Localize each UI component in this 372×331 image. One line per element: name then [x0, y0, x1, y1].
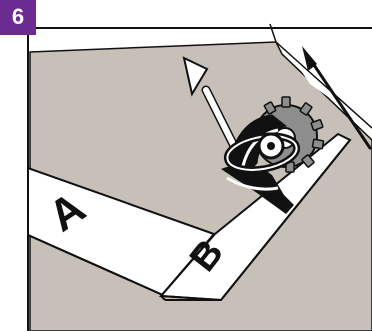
board-bottom-detail	[160, 295, 221, 301]
strip-a-edge	[27, 234, 166, 297]
step-number: 6	[11, 4, 25, 29]
step-number-badge: 6	[0, 0, 36, 35]
strip-fold-line	[160, 233, 215, 297]
board-fold-edge	[269, 23, 372, 129]
direction-arrow-icon	[302, 46, 372, 150]
cutting-tool-icon	[221, 96, 325, 214]
